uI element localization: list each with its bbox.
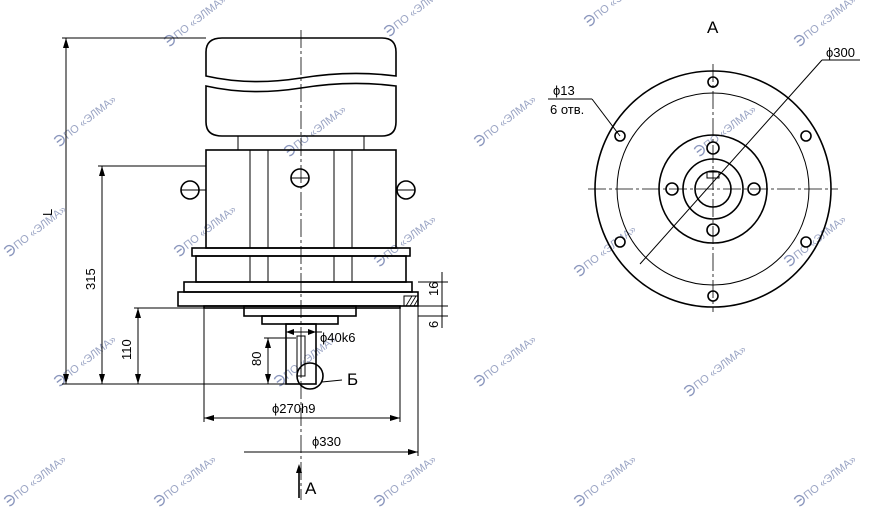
svg-text:ϕ40k6: ϕ40k6 bbox=[320, 330, 355, 345]
dim-80: 80 bbox=[249, 337, 296, 384]
dim-spigot: ϕ270h9 bbox=[203, 308, 401, 422]
watermark-text: ПО «ЭЛМА» bbox=[292, 104, 349, 152]
svg-text:110: 110 bbox=[119, 339, 134, 360]
svg-text:ϕ270h9: ϕ270h9 bbox=[272, 401, 315, 416]
lifting-eye-right bbox=[396, 180, 416, 200]
watermark-text: ПО «ЭЛМА» bbox=[592, 0, 649, 22]
view-arrow: А bbox=[296, 464, 317, 498]
watermark-text: ПО «ЭЛМА» bbox=[802, 454, 859, 502]
elma-logo-icon bbox=[473, 134, 485, 147]
hole-count-label: 6 отв. bbox=[550, 102, 584, 117]
elma-logo-icon bbox=[53, 374, 65, 387]
watermark: ПО «ЭЛМА» bbox=[3, 204, 69, 257]
svg-text:А: А bbox=[305, 479, 317, 498]
watermark: ПО «ЭЛМА» bbox=[793, 0, 859, 47]
dim-shaft: ϕ40k6 bbox=[286, 329, 355, 345]
watermark-text: ПО «ЭЛМА» bbox=[172, 0, 229, 42]
lifting-eye-left bbox=[180, 180, 206, 200]
elma-logo-icon bbox=[583, 14, 595, 27]
elma-logo-icon bbox=[3, 494, 15, 507]
dim-flange: ϕ330 bbox=[244, 306, 419, 456]
watermark: ПО «ЭЛМА» bbox=[473, 334, 539, 387]
elma-logo-icon bbox=[573, 264, 585, 277]
watermark: ПО «ЭЛМА» bbox=[383, 0, 449, 37]
elma-logo-icon bbox=[53, 134, 65, 147]
elma-logo-icon bbox=[693, 144, 705, 157]
elma-logo-icon bbox=[383, 24, 395, 37]
dim-315: 315 bbox=[83, 165, 206, 384]
watermark-text: ПО «ЭЛМА» bbox=[62, 334, 119, 382]
watermark-layer: ПО «ЭЛМА» ПО «ЭЛМА» ПО «ЭЛМА» ПО «ЭЛМА» ПО «… bbox=[3, 0, 859, 507]
elma-logo-icon bbox=[473, 374, 485, 387]
svg-text:315: 315 bbox=[83, 268, 98, 290]
watermark-text: ПО «ЭЛМА» bbox=[802, 0, 859, 42]
elma-logo-icon bbox=[793, 34, 805, 47]
watermark: ПО «ЭЛМА» bbox=[683, 344, 749, 397]
watermark: ПО «ЭЛМА» bbox=[573, 454, 639, 507]
elma-logo-icon bbox=[153, 494, 165, 507]
watermark-text: ПО «ЭЛМА» bbox=[692, 344, 749, 392]
watermark-text: ПО «ЭЛМА» bbox=[482, 334, 539, 382]
motor-housing bbox=[205, 37, 397, 150]
elma-logo-icon bbox=[273, 374, 285, 387]
spigot bbox=[203, 305, 401, 309]
detail-label: Б bbox=[347, 370, 358, 389]
pcd-label: ϕ300 bbox=[826, 45, 855, 60]
elma-logo-icon bbox=[683, 384, 695, 397]
elma-logo-icon bbox=[573, 494, 585, 507]
watermark: ПО «ЭЛМА» bbox=[573, 224, 639, 277]
elma-logo-icon bbox=[783, 254, 795, 267]
watermark: ПО «ЭЛМА» bbox=[53, 94, 119, 147]
dim-110: 110 bbox=[119, 307, 204, 384]
elma-logo-icon bbox=[373, 494, 385, 507]
watermark-text: ПО «ЭЛМА» bbox=[482, 94, 539, 142]
watermark: ПО «ЭЛМА» bbox=[373, 454, 439, 507]
detail-circle bbox=[296, 362, 324, 390]
lifting-eye-center bbox=[290, 168, 310, 188]
elma-logo-icon bbox=[3, 244, 15, 257]
svg-text:80: 80 bbox=[249, 352, 264, 366]
dim-16-6: 16 6 bbox=[418, 272, 448, 328]
watermark-text: ПО «ЭЛМА» bbox=[62, 94, 119, 142]
watermark: ПО «ЭЛМА» bbox=[793, 454, 859, 507]
flange-section bbox=[403, 295, 419, 307]
watermark: ПО «ЭЛМА» bbox=[693, 104, 759, 157]
flange-view-title: А bbox=[707, 18, 719, 37]
svg-text:ϕ330: ϕ330 bbox=[312, 434, 341, 449]
watermark-text: ПО «ЭЛМА» bbox=[12, 454, 69, 502]
dim-L: L bbox=[40, 37, 290, 385]
svg-text:16: 16 bbox=[426, 282, 441, 296]
watermark-text: ПО «ЭЛМА» bbox=[182, 204, 239, 252]
svg-text:6: 6 bbox=[426, 321, 441, 328]
hole-dia-label: ϕ13 bbox=[553, 83, 575, 98]
watermark: ПО «ЭЛМА» bbox=[53, 334, 119, 387]
elma-logo-icon bbox=[173, 244, 185, 257]
flange-view: А ϕ300 ϕ13 bbox=[548, 18, 860, 312]
side-view: Б L 315 110 bbox=[40, 30, 448, 500]
elma-logo-icon bbox=[373, 254, 385, 267]
watermark: ПО «ЭЛМА» bbox=[473, 94, 539, 147]
watermark: ПО «ЭЛМА» bbox=[3, 454, 69, 507]
watermark-text: ПО «ЭЛМА» bbox=[582, 454, 639, 502]
watermark-text: ПО «ЭЛМА» bbox=[162, 454, 219, 502]
svg-text:L: L bbox=[40, 209, 55, 216]
watermark: ПО «ЭЛМА» bbox=[153, 454, 219, 507]
watermark: ПО «ЭЛМА» bbox=[583, 0, 649, 27]
watermark: ПО «ЭЛМА» bbox=[163, 0, 229, 47]
watermark-text: ПО «ЭЛМА» bbox=[382, 454, 439, 502]
watermark-text: ПО «ЭЛМА» bbox=[392, 0, 449, 32]
elma-logo-icon bbox=[793, 494, 805, 507]
